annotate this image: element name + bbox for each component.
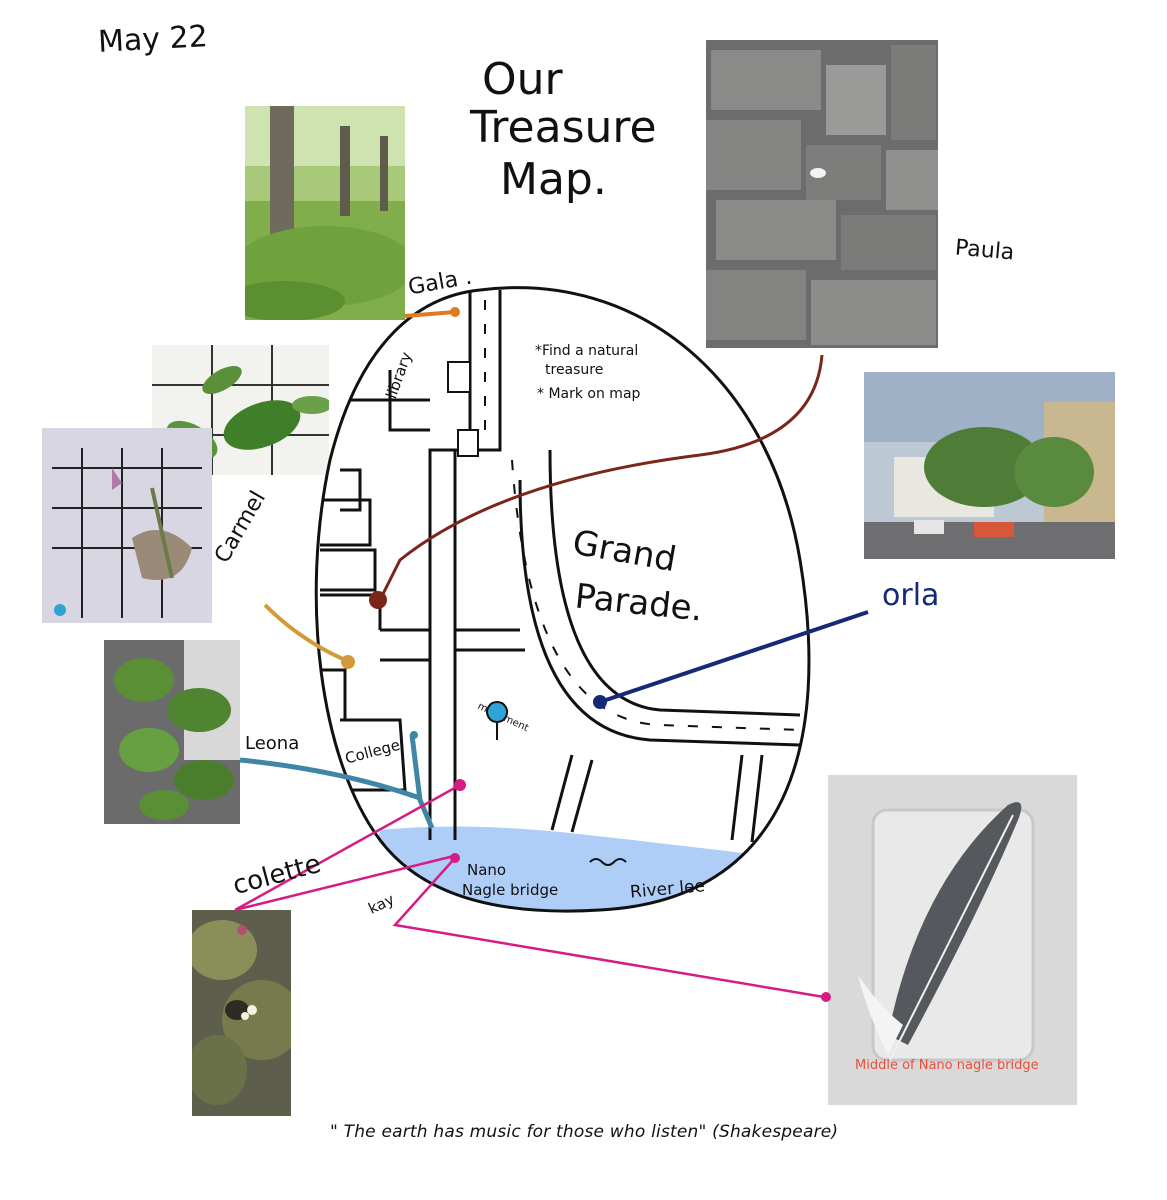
instruction-3: * Mark on map xyxy=(537,386,641,402)
title-line-3: Map. xyxy=(500,154,607,205)
gala-photo-park xyxy=(245,106,405,320)
gala-line xyxy=(404,310,456,318)
paula-line xyxy=(378,354,824,601)
kay-photo-feather xyxy=(828,775,1077,1105)
leona-line xyxy=(239,734,435,829)
monument-pin-icon xyxy=(486,701,509,741)
kay-line xyxy=(392,857,831,1000)
colette-photo-moss xyxy=(192,910,291,1116)
label-library: library xyxy=(382,349,415,401)
label-grand: Grand xyxy=(570,523,680,581)
label-nano: Nano xyxy=(467,861,506,879)
instruction-1: *Find a natural xyxy=(535,343,638,359)
orla-photo-street xyxy=(864,372,1115,559)
carmel-line xyxy=(263,603,346,662)
leona-photo-nettle xyxy=(104,640,240,824)
title-line-1: Our xyxy=(482,54,563,105)
carmel-photo-flower-map xyxy=(42,428,212,623)
label-nagle-bridge: Nagle bridge xyxy=(462,881,558,899)
map-outline xyxy=(314,286,811,913)
colette-line xyxy=(234,783,461,912)
name-paula: Paula xyxy=(954,235,1016,266)
feather-caption: Middle of Nano nagle bridge xyxy=(855,1058,1039,1073)
river-lee xyxy=(360,826,800,912)
title-line-2: Treasure xyxy=(470,102,657,153)
shakespeare-quote: " The earth has music for those who list… xyxy=(330,1122,839,1142)
name-orla: orla xyxy=(882,578,940,613)
label-college: College xyxy=(343,736,402,768)
instruction-2: treasure xyxy=(545,362,603,378)
label-parade: Parade. xyxy=(573,576,704,629)
paula-photo-stone-wall xyxy=(706,40,938,348)
name-leona: Leona xyxy=(245,733,300,754)
orla-line xyxy=(599,610,869,704)
